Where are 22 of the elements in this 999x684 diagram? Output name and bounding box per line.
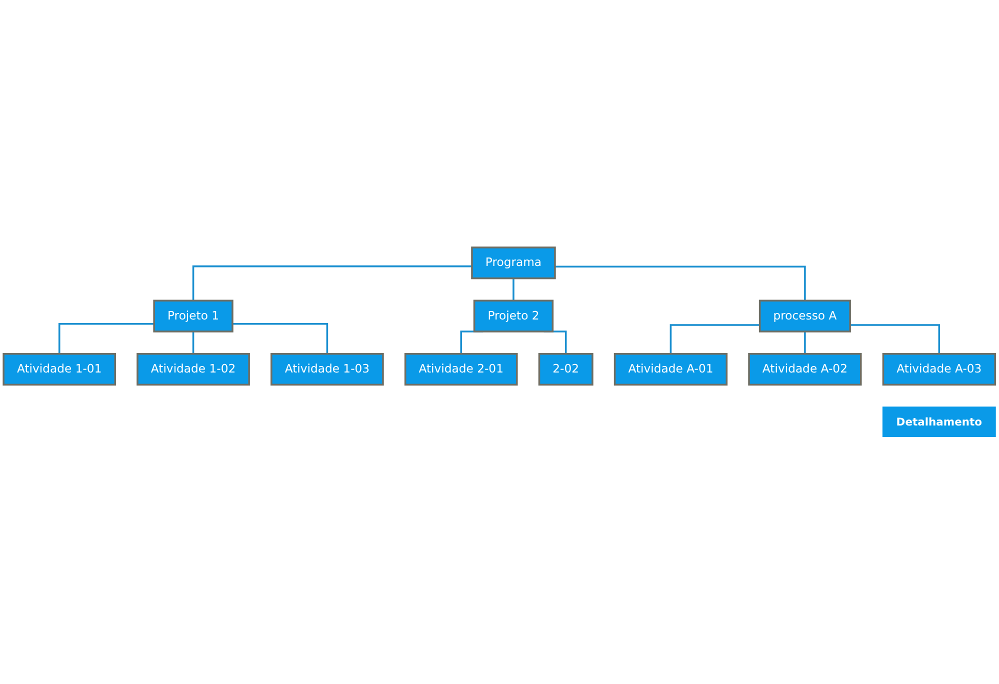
node-box: Atividade 2-01 xyxy=(404,352,518,386)
connector xyxy=(58,322,154,354)
connector xyxy=(554,266,806,301)
node-box: Projeto 2 xyxy=(473,300,554,332)
connector xyxy=(804,330,806,354)
connector xyxy=(192,330,194,354)
node-box: Atividade 1-02 xyxy=(136,352,250,386)
node-box: Projeto 1 xyxy=(153,300,234,332)
connector xyxy=(850,324,940,354)
connector xyxy=(670,324,760,354)
node-box: Atividade 1-01 xyxy=(2,352,116,386)
node-box: processo A xyxy=(758,300,851,332)
node-box: Atividade 1-03 xyxy=(270,352,384,386)
node-box: Atividade A-03 xyxy=(882,352,996,386)
node-box: Programa xyxy=(471,246,556,280)
connector xyxy=(512,277,514,301)
connector xyxy=(232,322,328,354)
node-box: Detalhamento xyxy=(882,406,996,437)
node-box: Atividade A-02 xyxy=(748,352,862,386)
node-box: Atividade A-01 xyxy=(614,352,728,386)
connector xyxy=(192,265,472,301)
node-box: 2-02 xyxy=(538,352,594,386)
